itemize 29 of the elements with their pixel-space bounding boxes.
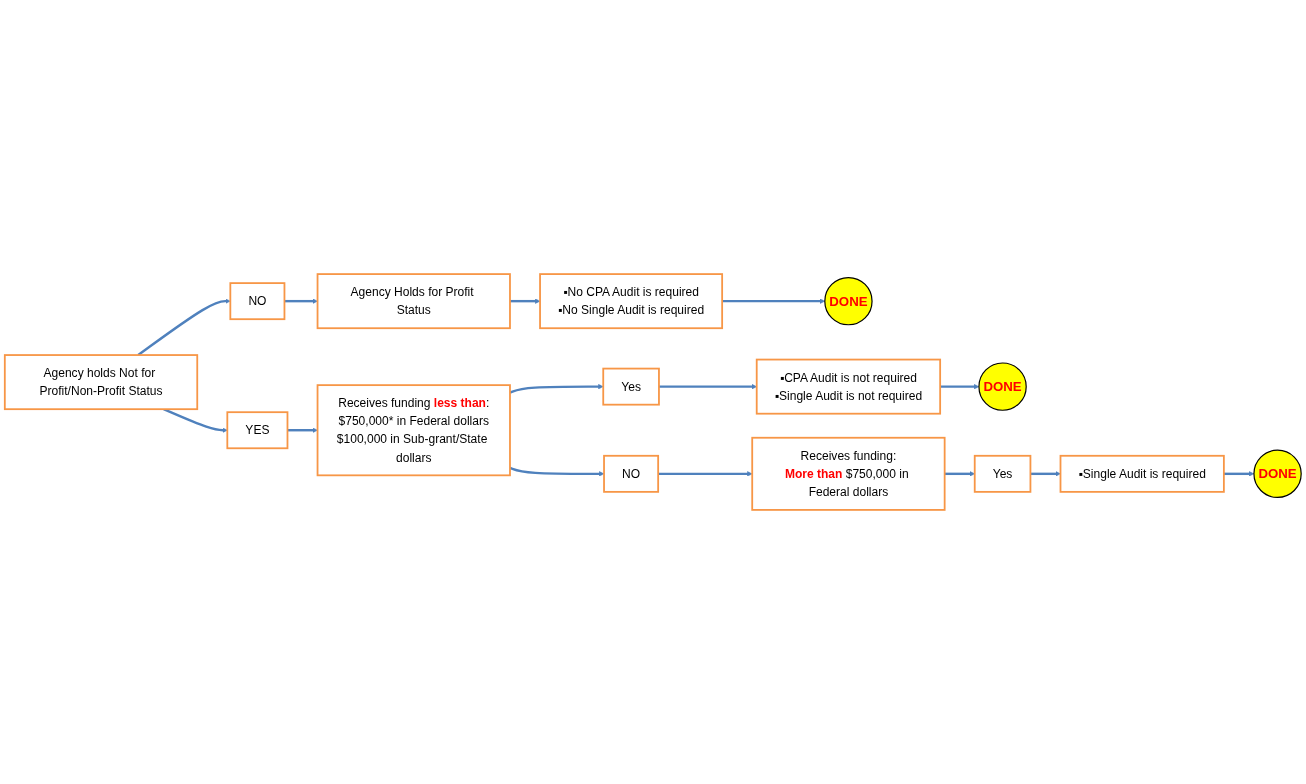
arrow: [509, 384, 604, 394]
arrow: [722, 298, 826, 304]
node-box: Yes: [602, 367, 660, 406]
node-box: Yes: [973, 454, 1032, 493]
node-circle: DONE: [1253, 449, 1302, 499]
arrow: [510, 298, 541, 304]
node-box: ▪CPA Audit is not required ▪Single Audit is not required: [755, 358, 942, 415]
node-box: Agency holds Not for Profit/Non-Profit Status: [3, 354, 199, 411]
arrow: [287, 427, 318, 433]
arrow: [509, 466, 605, 477]
node-box: ▪Single Audit is required: [1059, 454, 1225, 493]
arrow: [284, 298, 318, 304]
node-box: NO: [603, 454, 660, 493]
arrow: [1223, 471, 1255, 477]
arrow: [658, 384, 757, 390]
node-box: ▪No CPA Audit is required ▪No Single Audit is required: [539, 273, 724, 330]
arrow: [658, 471, 753, 477]
node-box: Agency Holds for Profit Status: [316, 273, 511, 330]
node-box: NO: [229, 282, 286, 321]
arrow: [163, 408, 228, 433]
node-box: YES: [226, 411, 289, 450]
node-box: Receives funding less than: $750,000* in Federal dollars $100,000 in Sub-grant/State dollars: [316, 384, 511, 477]
arrow: [940, 384, 980, 390]
arrow: [137, 298, 231, 357]
node-circle: DONE: [824, 276, 873, 326]
arrow: [1030, 471, 1061, 477]
arrow: [944, 471, 975, 477]
node-circle: DONE: [978, 362, 1027, 411]
node-box: Receives funding: More than $750,000 in Federal dollars: [751, 436, 946, 511]
